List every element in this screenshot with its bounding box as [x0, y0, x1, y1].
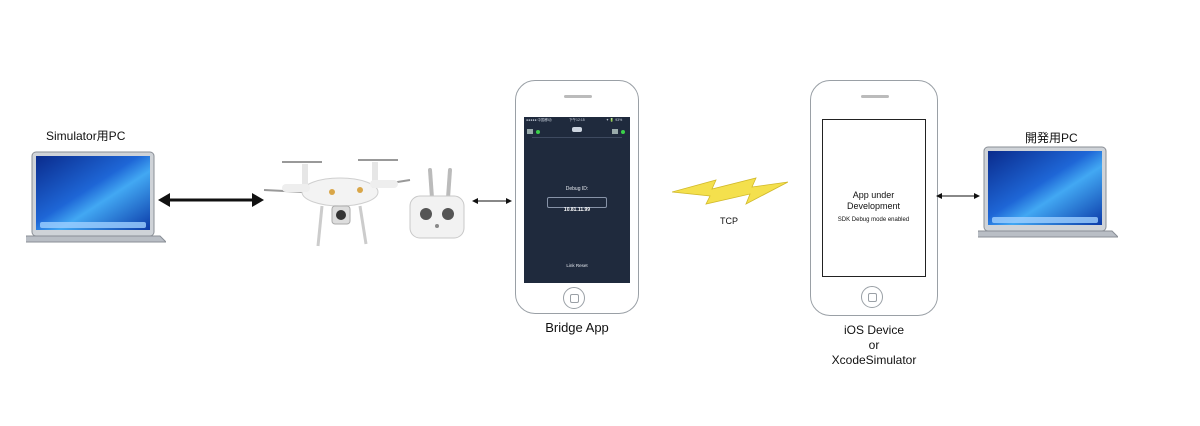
laptop-icon [975, 146, 1120, 238]
bridge-app-screen: ●●●●● 中国移动 下午12:15 ✦ 🔋 93% Debug ID: 10.… [524, 117, 630, 283]
ios-app-screen: App under Development SDK Debug mode ena… [822, 119, 926, 277]
app-title-line1: App under [852, 190, 895, 200]
status-dot-left-icon [536, 130, 540, 134]
ios-devpc-arrow [936, 193, 980, 199]
ios-device-label-line2: or [868, 338, 880, 352]
home-button[interactable] [563, 287, 585, 309]
controller-bridge-arrow [472, 198, 512, 204]
phone-speaker [861, 95, 889, 98]
bridge-phone: ●●●●● 中国移动 下午12:15 ✦ 🔋 93% Debug ID: 10.… [515, 80, 639, 314]
tcp-label: TCP [720, 216, 738, 226]
status-carrier: ●●●●● 中国移动 [526, 118, 552, 122]
home-button-square-icon [868, 293, 877, 302]
remote-controller [406, 168, 468, 242]
home-button[interactable] [861, 286, 883, 308]
status-battery: ✦ 🔋 93% [606, 118, 623, 122]
debug-id-field: 10.81.11.99 [547, 197, 607, 213]
laptop-icon [23, 151, 168, 243]
dji-logo-icon [572, 127, 582, 132]
simulator-pc-laptop [23, 150, 168, 250]
dev-pc-laptop [975, 145, 1120, 245]
ios-device-label-line3: XcodeSimulator [831, 353, 917, 367]
status-time: 下午12:15 [569, 118, 585, 122]
bridge-app-label: Bridge App [545, 320, 609, 335]
simulator-pc-label: Simulator用PC [46, 129, 126, 143]
debug-id-label: Debug ID: [565, 186, 589, 192]
lightning-icon [672, 177, 788, 205]
ios-device-label-line1: iOS Device [843, 323, 905, 337]
sdk-debug-text: SDK Debug mode enabled [837, 217, 910, 223]
status-bar: ●●●●● 中国移动 下午12:15 ✦ 🔋 93% [524, 117, 630, 125]
controller-icon [409, 168, 465, 239]
ios-device-phone: App under Development SDK Debug mode ena… [810, 80, 938, 316]
wifi-icon [612, 129, 618, 134]
header-divider [532, 137, 622, 138]
link-reset-button[interactable]: Link Reset [566, 263, 588, 268]
usb-double-arrow [158, 193, 264, 207]
drone-icon [263, 159, 411, 247]
dev-pc-label: 開発用PC [1025, 131, 1078, 145]
home-button-square-icon [570, 294, 579, 303]
signal-left-icon [527, 129, 533, 134]
phone-speaker [564, 95, 592, 98]
debug-id-value: 10.81.11.99 [563, 207, 591, 213]
drone [262, 150, 412, 250]
status-dot-right-icon [621, 130, 625, 134]
app-title-line2: Development [846, 201, 901, 211]
